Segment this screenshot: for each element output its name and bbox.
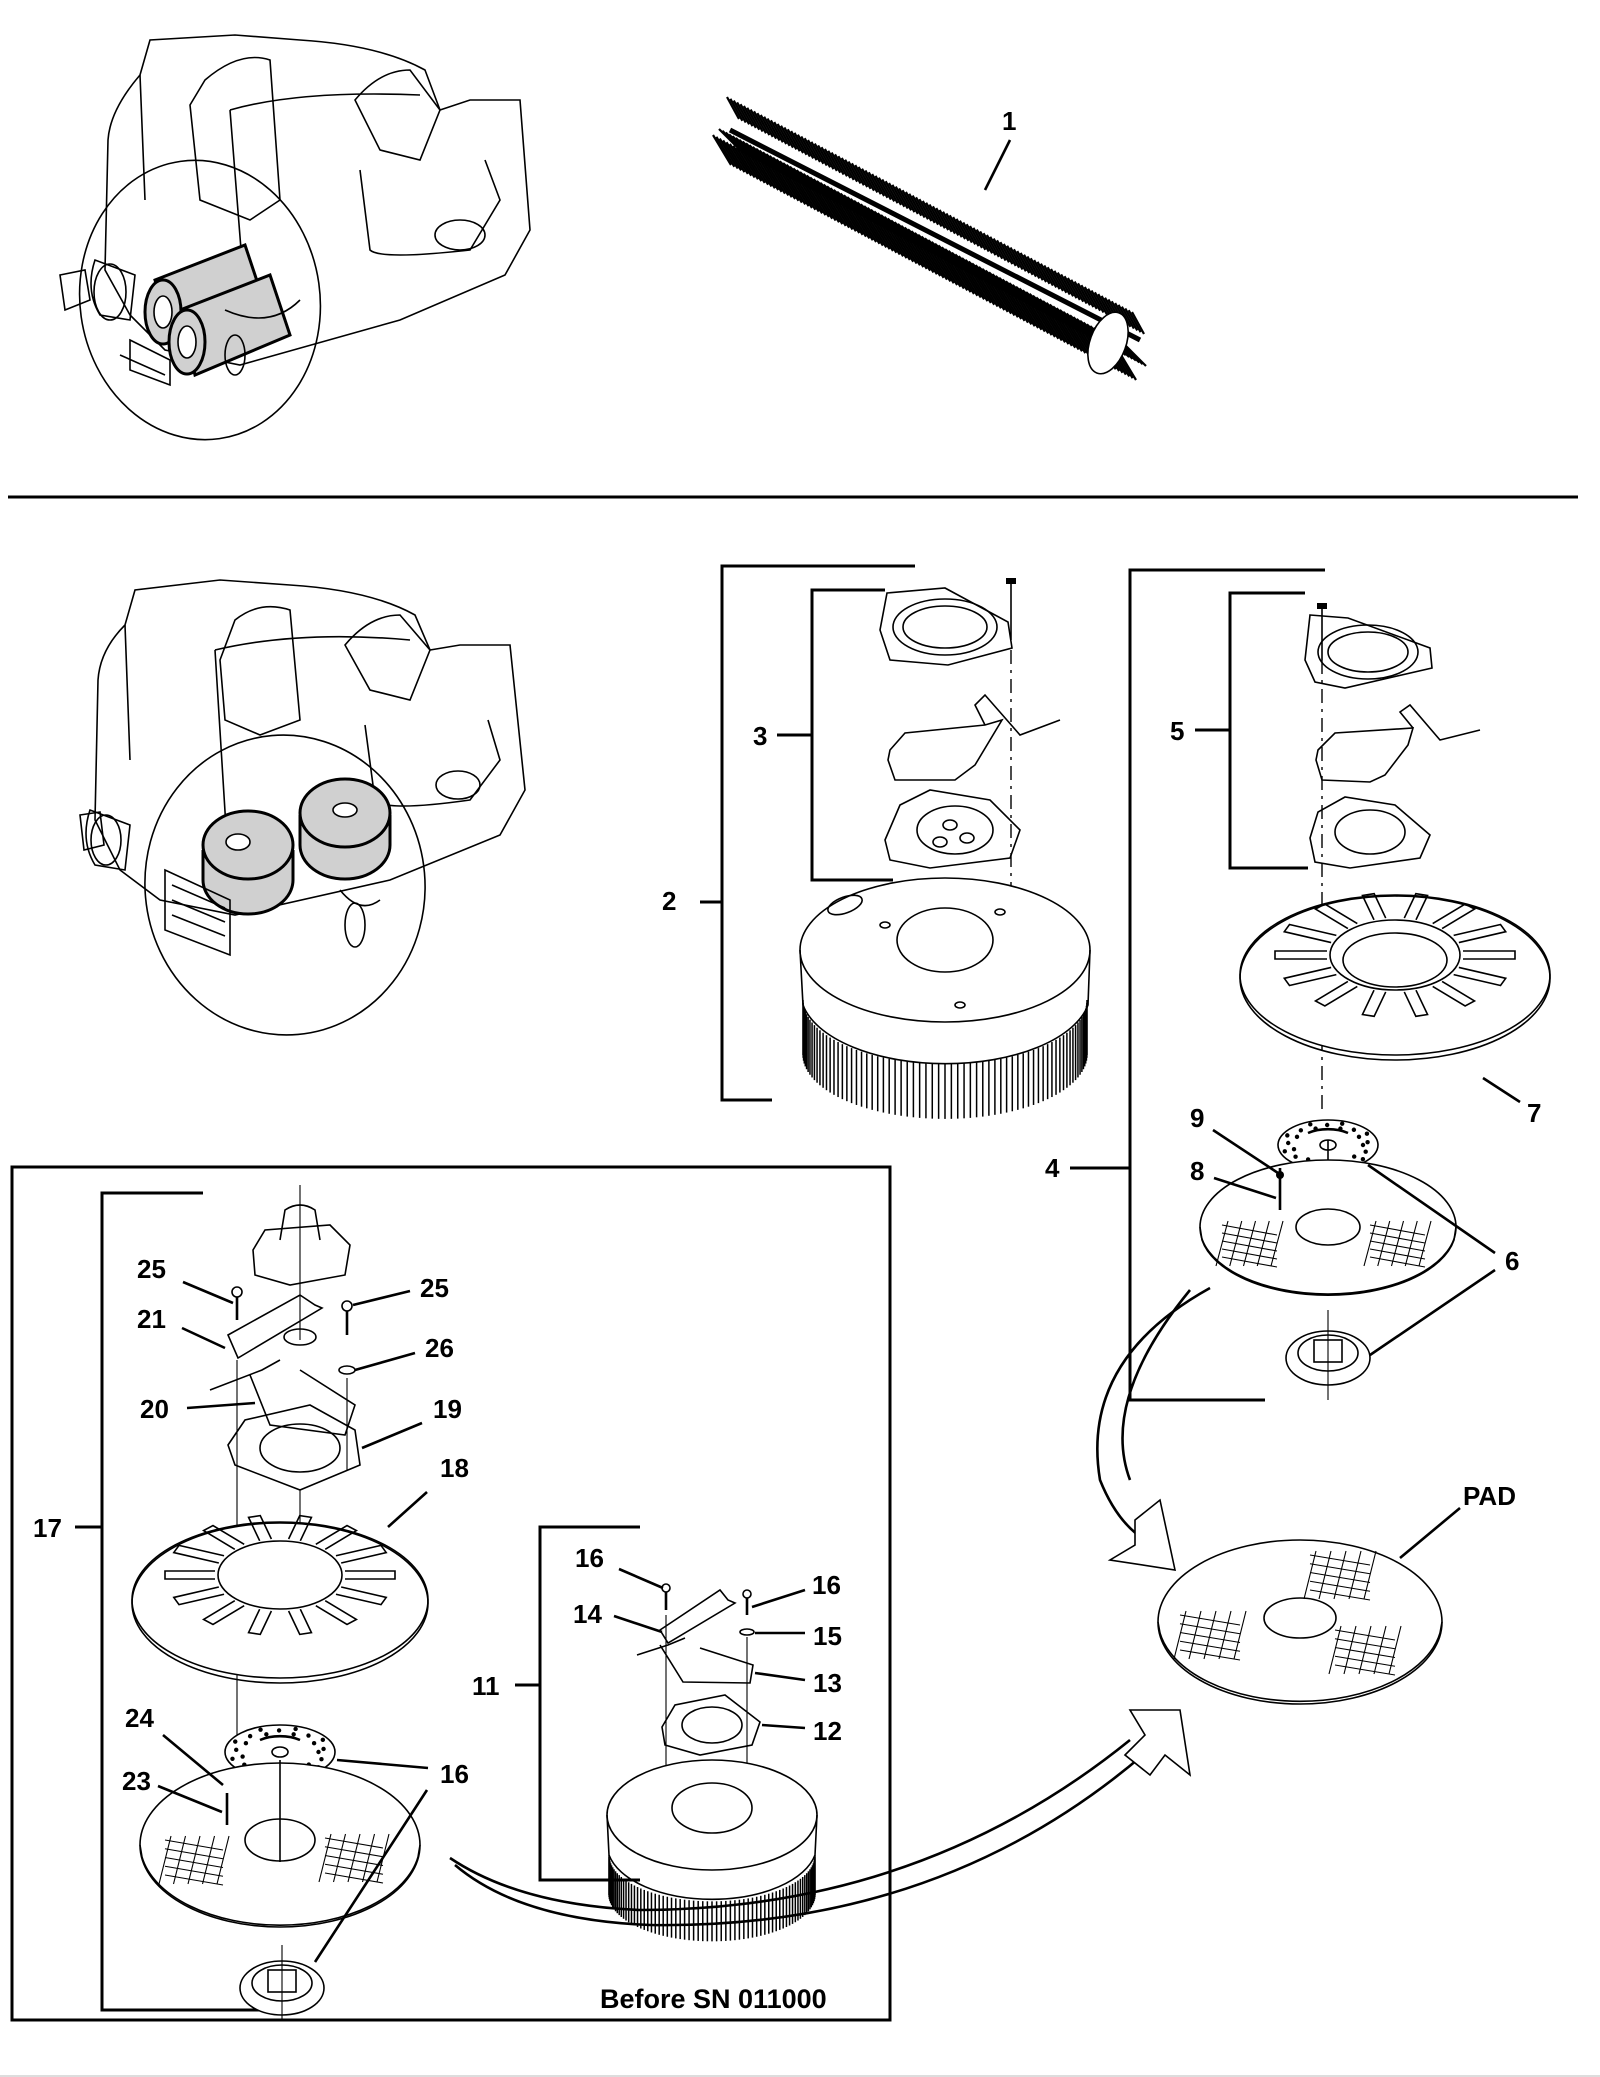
callout-25b: 25: [420, 1273, 449, 1303]
callout-2: 2: [662, 886, 676, 916]
callout-24: 24: [125, 1703, 154, 1733]
callout-8: 8: [1190, 1156, 1204, 1186]
assembly-11-bracket: [515, 1525, 640, 1882]
callout-23: 23: [122, 1766, 151, 1796]
disk-brush-11: [606, 1583, 818, 1942]
callout-leader-24: [162, 1734, 224, 1786]
arrow-to-pad-bottom: [449, 1709, 1192, 1927]
callout-leader-6: [1367, 1163, 1496, 1357]
callout-leader-1: [983, 139, 1012, 191]
callout-16b: 16: [812, 1570, 841, 1600]
callout-13: 13: [813, 1668, 842, 1698]
callout-leader-14: [613, 1614, 663, 1634]
disk-brush-highlight: [201, 777, 392, 916]
arrow-to-pad-top: [1096, 1286, 1211, 1571]
callout-pad: PAD: [1463, 1481, 1516, 1511]
callout-7: 7: [1527, 1098, 1541, 1128]
note-before-sn: Before SN 011000: [600, 1984, 827, 2014]
disk-brush-2: [799, 578, 1091, 1119]
cylindrical-brush-highlight: [143, 243, 292, 378]
assembly-2-bracket: [700, 564, 915, 1102]
callout-leader-26: [354, 1351, 416, 1372]
callout-9: 9: [1190, 1103, 1204, 1133]
callout-leader-8: [1213, 1176, 1277, 1200]
callout-25a: 25: [137, 1254, 166, 1284]
callout-4: 4: [1045, 1153, 1060, 1183]
callout-14: 14: [573, 1599, 602, 1629]
callout-15: 15: [813, 1621, 842, 1651]
callout-3: 3: [753, 721, 767, 751]
before-sn-box: [10, 1165, 892, 2022]
callout-leader-25b: [352, 1289, 411, 1307]
callout-leader-pad: [1399, 1507, 1461, 1559]
callout-12: 12: [813, 1716, 842, 1746]
pad: [1157, 1539, 1443, 1705]
callout-20: 20: [140, 1394, 169, 1424]
callout-5: 5: [1170, 716, 1184, 746]
machine-illustration-disk: [79, 579, 526, 1036]
callout-leader-12: [761, 1723, 806, 1730]
callout-26: 26: [425, 1333, 454, 1363]
callout-19: 19: [433, 1394, 462, 1424]
callout-leader-21: [181, 1326, 226, 1350]
callout-leader-18: [387, 1491, 428, 1528]
callout-leader-16b: [751, 1588, 806, 1609]
assembly-4-bracket: [1070, 568, 1325, 1402]
callout-leader-20: [186, 1401, 256, 1410]
callout-leader-25a: [182, 1280, 234, 1305]
callout-21: 21: [137, 1304, 166, 1334]
callout-leader-7: [1482, 1076, 1521, 1104]
callout-leader-19: [361, 1421, 423, 1450]
callout-17: 17: [33, 1513, 62, 1543]
callout-18: 18: [440, 1453, 469, 1483]
callout-leader-23: [157, 1784, 223, 1814]
callout-leader-22: [313, 1758, 429, 1963]
machine-illustration-cylindrical: [59, 34, 531, 441]
callout-6: 6: [1505, 1246, 1519, 1276]
callout-11: 11: [472, 1671, 500, 1701]
callout-leader-16a: [618, 1567, 664, 1590]
assembly-17-bracket: [75, 1191, 300, 2012]
callout-1: 1: [1002, 106, 1016, 136]
cylindrical-brush: [712, 96, 1147, 381]
callout-22: 16: [440, 1759, 469, 1789]
callout-16a: 16: [575, 1543, 604, 1573]
callout-leader-13: [754, 1671, 806, 1682]
callout-leader-9: [1212, 1128, 1279, 1175]
pad-driver-4: [1199, 603, 1551, 1400]
pad-driver-17: [131, 1185, 429, 2020]
